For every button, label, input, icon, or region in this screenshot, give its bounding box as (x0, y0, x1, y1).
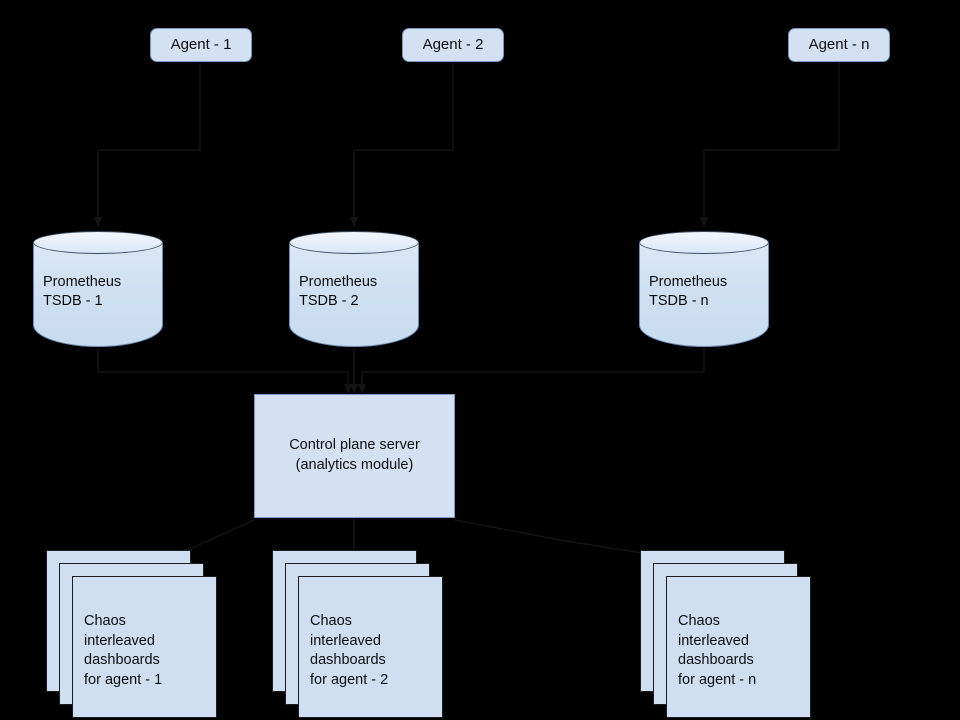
dashboard-stack-agent-n[interactable]: Chaos interleaved dashboards for agent -… (640, 550, 815, 720)
agent-node-1[interactable]: Agent - 1 (150, 28, 252, 62)
edge-agent2-to-tsdb2 (350, 62, 454, 227)
database-node-1-line2: TSDB - 1 (43, 293, 103, 310)
database-node-2-label: Prometheus TSDB - 2 (299, 273, 411, 311)
database-node-prometheus-tsdb-2[interactable]: Prometheus TSDB - 2 (289, 231, 419, 347)
database-node-prometheus-tsdb-n[interactable]: Prometheus TSDB - n (639, 231, 769, 347)
agent-node-n-label: Agent - n (808, 36, 870, 54)
database-node-1-label: Prometheus TSDB - 1 (43, 273, 155, 311)
edge-agentn-to-tsdbn (700, 62, 840, 227)
control-plane-server-label: Control plane server (analytics module) (289, 436, 420, 475)
edge-tsdbn-to-control-plane (358, 348, 705, 394)
agent-node-2-label: Agent - 2 (422, 36, 484, 54)
dashboard-card-front (666, 576, 811, 718)
control-plane-server-line2: (analytics module) (295, 457, 414, 473)
database-node-n-label: Prometheus TSDB - n (649, 273, 761, 311)
edge-agent1-to-tsdb1 (94, 62, 201, 227)
database-node-n-line2: TSDB - n (649, 293, 709, 310)
database-node-2-line2: TSDB - 2 (299, 293, 359, 310)
cylinder-body (639, 242, 769, 347)
dashboard-card-front (298, 576, 443, 718)
dashboard-stack-n-label: Chaos interleaved dashboards for agent -… (678, 613, 757, 689)
control-plane-server-line1: Control plane server (289, 437, 420, 454)
dashboard-stack-agent-1[interactable]: Chaos interleaved dashboards for agent -… (46, 550, 221, 720)
cylinder-top-ellipse (639, 231, 769, 254)
database-node-n-line1: Prometheus (649, 274, 728, 290)
dashboard-stack-agent-2[interactable]: Chaos interleaved dashboards for agent -… (272, 550, 447, 720)
agent-node-n[interactable]: Agent - n (788, 28, 890, 62)
dashboard-card-front (72, 576, 217, 718)
agent-node-2[interactable]: Agent - 2 (402, 28, 504, 62)
edge-tsdb1-to-control-plane (97, 348, 352, 394)
database-node-prometheus-tsdb-1[interactable]: Prometheus TSDB - 1 (33, 231, 163, 347)
cylinder-body (289, 242, 419, 347)
dashboard-stack-2-label: Chaos interleaved dashboards for agent -… (310, 613, 389, 689)
control-plane-server-node[interactable]: Control plane server (analytics module) (254, 394, 455, 518)
database-node-1-line1: Prometheus (43, 274, 122, 290)
dashboard-stack-1-label: Chaos interleaved dashboards for agent -… (84, 613, 163, 689)
cylinder-top-ellipse (289, 231, 419, 254)
database-node-2-line1: Prometheus (299, 274, 378, 290)
agent-node-1-label: Agent - 1 (170, 36, 232, 54)
cylinder-body (33, 242, 163, 347)
cylinder-top-ellipse (33, 231, 163, 254)
